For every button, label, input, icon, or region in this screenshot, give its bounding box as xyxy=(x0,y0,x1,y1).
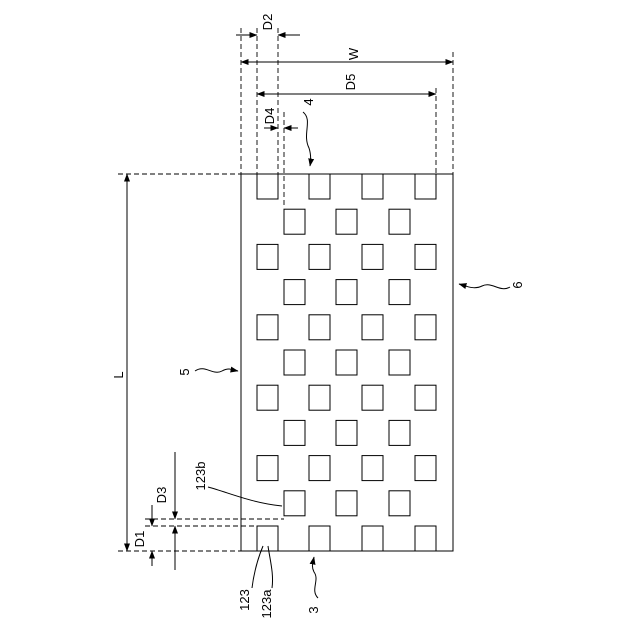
ref3-leader xyxy=(312,557,318,598)
cell-r10-c3 xyxy=(415,526,436,551)
cell-r5-c0 xyxy=(284,350,305,375)
d2-label: D2 xyxy=(260,14,275,31)
cell-r2-c3 xyxy=(415,244,436,269)
cell-r10-c1 xyxy=(309,526,330,551)
cell-r1-c1 xyxy=(336,209,357,234)
cell-r6-c1 xyxy=(309,385,330,410)
cell-r0-c3 xyxy=(415,174,436,199)
cell-r2-c1 xyxy=(309,244,330,269)
d1-label: D1 xyxy=(132,531,147,548)
cell-r4-c1 xyxy=(309,315,330,340)
ref6-leader xyxy=(459,284,510,289)
cell-r9-c1 xyxy=(336,491,357,516)
cell-r6-c3 xyxy=(415,385,436,410)
cell-r9-c0 xyxy=(284,491,305,516)
cell-r6-c0 xyxy=(257,385,278,410)
ref5-leader xyxy=(195,369,238,373)
cell-r4-c3 xyxy=(415,315,436,340)
cell-r8-c3 xyxy=(415,456,436,481)
ref4-leader xyxy=(303,112,311,166)
ref5-label: 5 xyxy=(177,368,192,375)
cell-r0-c0 xyxy=(257,174,278,199)
cell-r8-c2 xyxy=(362,456,383,481)
ref123b-label: 123b xyxy=(193,462,208,491)
ref3-label: 3 xyxy=(306,606,321,613)
cell-r7-c0 xyxy=(284,420,305,445)
cell-r8-c1 xyxy=(309,456,330,481)
cell-r1-c2 xyxy=(389,209,410,234)
l-label: L xyxy=(111,371,126,378)
cell-r3-c0 xyxy=(284,280,305,305)
ref4-label: 4 xyxy=(301,98,316,105)
d4-label: D4 xyxy=(262,108,277,125)
ref123b-leader xyxy=(208,487,282,506)
cell-r2-c0 xyxy=(257,244,278,269)
ref123a-label: 123a xyxy=(259,589,274,619)
d3-label: D3 xyxy=(154,487,169,504)
cell-grid xyxy=(257,174,436,551)
cell-r10-c2 xyxy=(362,526,383,551)
cell-r10-c0 xyxy=(257,526,278,551)
cell-r3-c1 xyxy=(336,280,357,305)
cell-r4-c0 xyxy=(257,315,278,340)
cell-r5-c2 xyxy=(389,350,410,375)
cell-r8-c0 xyxy=(257,456,278,481)
cell-r0-c2 xyxy=(362,174,383,199)
w-label: W xyxy=(346,47,361,60)
ref123-leader xyxy=(252,546,263,588)
cell-r6-c2 xyxy=(362,385,383,410)
d5-label: D5 xyxy=(343,74,358,91)
cell-r0-c1 xyxy=(309,174,330,199)
cell-r1-c0 xyxy=(284,209,305,234)
cell-r7-c1 xyxy=(336,420,357,445)
cell-r7-c2 xyxy=(389,420,410,445)
cell-r4-c2 xyxy=(362,315,383,340)
cell-r2-c2 xyxy=(362,244,383,269)
cell-r3-c2 xyxy=(389,280,410,305)
ref6-label: 6 xyxy=(510,281,525,288)
ref123-label: 123 xyxy=(237,589,252,611)
cell-r9-c2 xyxy=(389,491,410,516)
ref123a-leader xyxy=(268,546,273,588)
cell-r5-c1 xyxy=(336,350,357,375)
